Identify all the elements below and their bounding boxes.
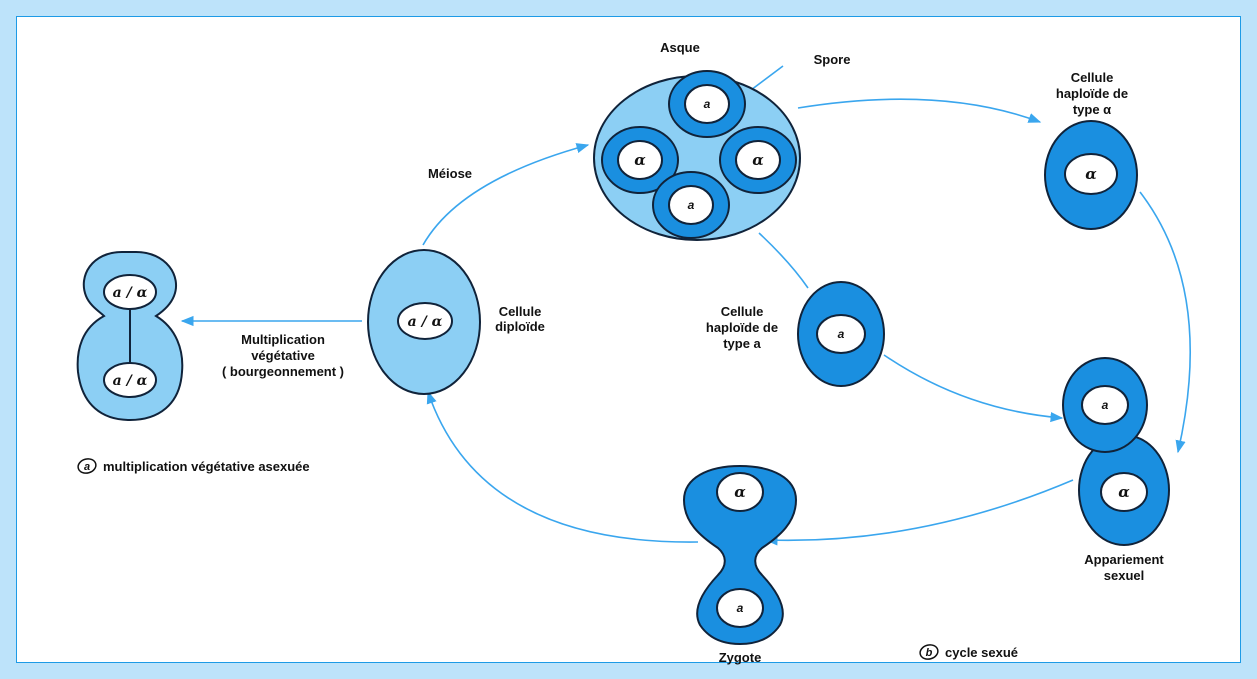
pairing-alpha-nucleus-label: α — [1118, 483, 1130, 501]
arrow-a-to-pairing — [883, 354, 1064, 423]
diploid-nucleus-label: a / α — [408, 314, 443, 330]
budding-cell: a / α a / α — [76, 251, 184, 422]
label-haploide-alpha-3: type α — [1073, 102, 1111, 117]
label-multiplication-1: Multiplication — [241, 332, 325, 347]
label-asque: Asque — [660, 40, 700, 55]
spore-bottom-label: a — [688, 198, 695, 212]
caption-b-marker: b — [926, 647, 933, 659]
label-cellule-diploide-2: diploïde — [495, 319, 545, 334]
haploid-a-cell: a — [797, 281, 885, 387]
label-haploide-alpha-2: haploïde de — [1056, 86, 1128, 101]
label-haploide-alpha-1: Cellule — [1071, 70, 1114, 85]
arrow-zygote-to-diploid — [426, 390, 699, 543]
label-cellule-diploide-1: Cellule — [499, 304, 542, 319]
budding-nucleus-top — [103, 274, 157, 310]
label-multiplication-3: ( bourgeonnement ) — [222, 364, 344, 379]
label-spore: Spore — [814, 52, 851, 67]
budding-nucleus-top-label: a / α — [113, 285, 148, 301]
budding-nucleus-bottom-label: a / α — [113, 373, 148, 389]
arrow-asque-to-a — [758, 232, 809, 289]
diploid-cell: a / α — [367, 249, 481, 395]
pairing-a-nucleus-label: a — [1102, 398, 1109, 412]
arrow-asque-to-alpha — [797, 98, 1042, 123]
caption-a-text: multiplication végétative asexuée — [103, 459, 310, 474]
arrow-meiose — [422, 143, 590, 246]
zygote-cell: α a — [682, 464, 798, 646]
label-appariement-2: sexuel — [1104, 568, 1144, 583]
arrow-pairing-to-zygote — [764, 479, 1074, 546]
sexual-pairing-cells: a α — [1062, 357, 1170, 546]
caption-b-text: cycle sexué — [945, 645, 1018, 660]
label-multiplication-2: végétative — [251, 348, 315, 363]
diploid-nucleus — [397, 302, 453, 340]
label-haploide-a-1: Cellule — [721, 304, 764, 319]
caption-a: a multiplication végétative asexuée — [77, 458, 310, 474]
spore-top-label: a — [704, 97, 711, 111]
haploid-a-nucleus-label: a — [838, 327, 845, 341]
asque: a α α a — [593, 70, 801, 241]
label-zygote: Zygote — [719, 650, 762, 665]
budding-nucleus-bottom — [103, 362, 157, 398]
label-haploide-a-3: type a — [723, 336, 761, 351]
caption-b: b cycle sexué — [919, 644, 1018, 660]
arrow-alpha-to-pairing — [1139, 191, 1191, 454]
spore-right-label: α — [752, 151, 764, 169]
caption-a-marker: a — [84, 461, 90, 473]
label-meiose: Méiose — [428, 166, 472, 181]
zygote-a-nucleus-label: a — [737, 601, 744, 615]
zygote-alpha-nucleus-label: α — [734, 483, 746, 501]
label-appariement-1: Appariement — [1084, 552, 1164, 567]
haploid-alpha-nucleus-label: α — [1085, 165, 1097, 183]
spore-left-label: α — [634, 151, 646, 169]
haploid-alpha-cell: α — [1044, 120, 1138, 230]
label-haploide-a-2: haploïde de — [706, 320, 778, 335]
